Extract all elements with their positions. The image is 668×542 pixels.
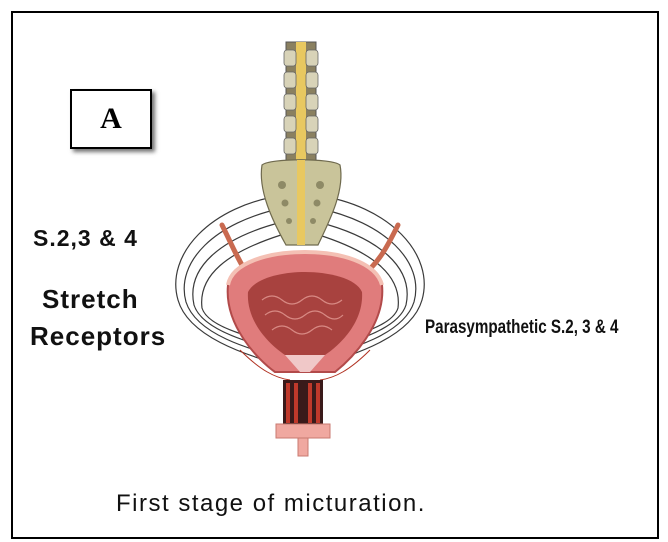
spinal-column	[261, 42, 341, 245]
figure-caption: First stage of micturation.	[116, 490, 426, 518]
bladder	[228, 252, 383, 372]
panel-label-box: A	[70, 89, 152, 149]
segments-label: S.2,3 & 4	[33, 225, 138, 252]
stretch-label: Stretch	[42, 284, 139, 315]
receptors-label: Receptors	[30, 321, 166, 352]
parasympathetic-label: Parasympathetic S.2, 3 & 4	[425, 317, 618, 339]
urethra	[276, 380, 330, 456]
panel-label: A	[100, 102, 122, 136]
